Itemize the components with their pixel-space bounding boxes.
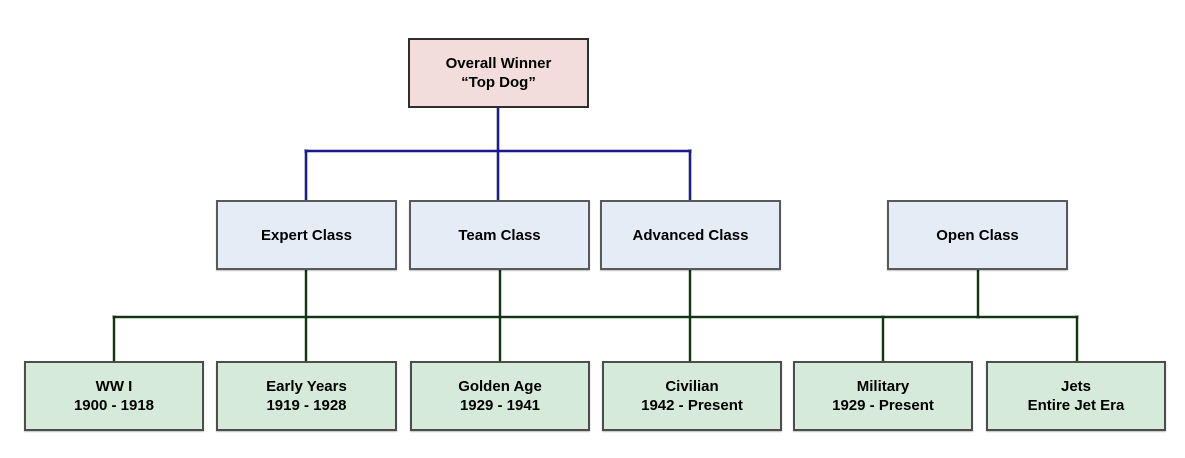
connector-blue-bus-horizontal xyxy=(305,150,691,152)
node-jets-line1: Jets xyxy=(1060,378,1092,395)
node-civilian-line2: 1942 - Present xyxy=(641,397,743,414)
connector-bus-to-expert-vertical xyxy=(305,150,307,200)
node-expert-class: Expert Class xyxy=(216,200,397,270)
node-military-line2: 1929 - Present xyxy=(832,397,934,414)
node-overall-winner-line1: Overall Winner xyxy=(445,55,552,72)
connector-team-to-goldenage-vertical xyxy=(499,270,501,361)
node-military-line1: Military xyxy=(856,378,910,395)
node-overall-winner: Overall Winner “Top Dog” xyxy=(408,38,589,108)
node-advanced-class-label: Advanced Class xyxy=(632,226,749,244)
connector-bus-to-ww1-vertical xyxy=(113,316,115,361)
node-civilian-line1: Civilian xyxy=(665,378,719,395)
node-overall-winner-line2: “Top Dog” xyxy=(461,74,536,91)
node-early-years-line2: 1919 - 1928 xyxy=(266,397,347,414)
node-open-class-label: Open Class xyxy=(936,226,1019,244)
connector-open-to-bus-vertical xyxy=(977,270,979,318)
connector-advanced-to-civilian-vertical xyxy=(689,270,691,361)
node-early-years: Early Years 1919 - 1928 xyxy=(216,361,397,431)
connector-bus-to-advanced-vertical xyxy=(689,150,691,200)
node-team-class: Team Class xyxy=(409,200,590,270)
node-civilian: Civilian 1942 - Present xyxy=(602,361,782,431)
node-ww1-line2: 1900 - 1918 xyxy=(73,397,155,414)
node-team-class-label: Team Class xyxy=(458,226,541,244)
node-jets: Jets Entire Jet Era xyxy=(986,361,1166,431)
connector-root-to-team-vertical xyxy=(497,108,499,200)
node-expert-class-label: Expert Class xyxy=(261,226,352,244)
node-early-years-line1: Early Years xyxy=(266,378,347,395)
connector-expert-to-earlyyears-vertical xyxy=(305,270,307,361)
node-golden-age: Golden Age 1929 - 1941 xyxy=(410,361,590,431)
node-jets-line2: Entire Jet Era xyxy=(1027,397,1125,414)
node-golden-age-line1: Golden Age xyxy=(458,378,542,395)
node-ww1-line1: WW I xyxy=(95,378,133,395)
node-ww1: WW I 1900 - 1918 xyxy=(24,361,204,431)
node-open-class: Open Class xyxy=(887,200,1068,270)
node-golden-age-line2: 1929 - 1941 xyxy=(459,397,541,414)
connector-bus-to-jets-vertical xyxy=(1076,316,1078,361)
node-military: Military 1929 - Present xyxy=(793,361,973,431)
connector-green-bus-horizontal xyxy=(113,316,1078,318)
node-advanced-class: Advanced Class xyxy=(600,200,781,270)
connector-bus-to-military-vertical xyxy=(882,316,884,361)
